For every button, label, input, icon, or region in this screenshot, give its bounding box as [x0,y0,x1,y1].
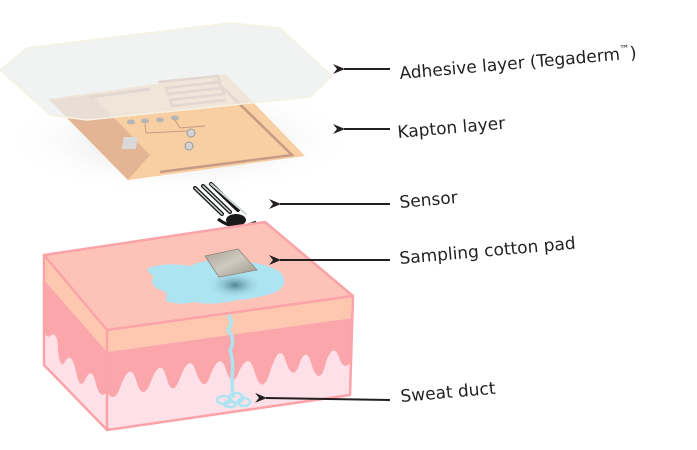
kapton-traces-2 [174,119,206,129]
label-kapton-layer: Kapton layer [397,114,506,143]
epidermis-band-left [44,255,107,352]
sensor-disk [226,214,246,226]
contact-pad-1 [186,128,196,138]
sweat-gland [215,391,252,409]
label-sampling-cotton-pad: Sampling cotton pad [399,234,577,269]
chip [121,137,138,149]
label-sweat-duct: Sweat duct [400,379,497,407]
dermis-wave-left [44,280,107,395]
dermis-wave-front [107,318,353,398]
kapton-trace-right [159,79,295,174]
skin-front-outline [106,295,355,432]
arrow-duct [254,392,391,403]
arrows [254,64,391,403]
skin-block [42,220,355,432]
labels: Adhesive layer (Tegaderm™) Kapton layer … [397,43,638,407]
cotton-pad [204,248,258,278]
sensor-connectors [127,115,179,125]
sensor [193,182,257,228]
label-adhesive-layer: Adhesive layer (Tegaderm™) [399,43,638,84]
pad-shadow [207,271,263,299]
label-sensor: Sensor [399,188,459,213]
sweat-duct [225,313,236,399]
contact-pad-2 [184,141,194,151]
adhesive-layer [0,22,334,121]
kapton-traces [144,123,189,134]
skin-left-outline [42,255,109,432]
